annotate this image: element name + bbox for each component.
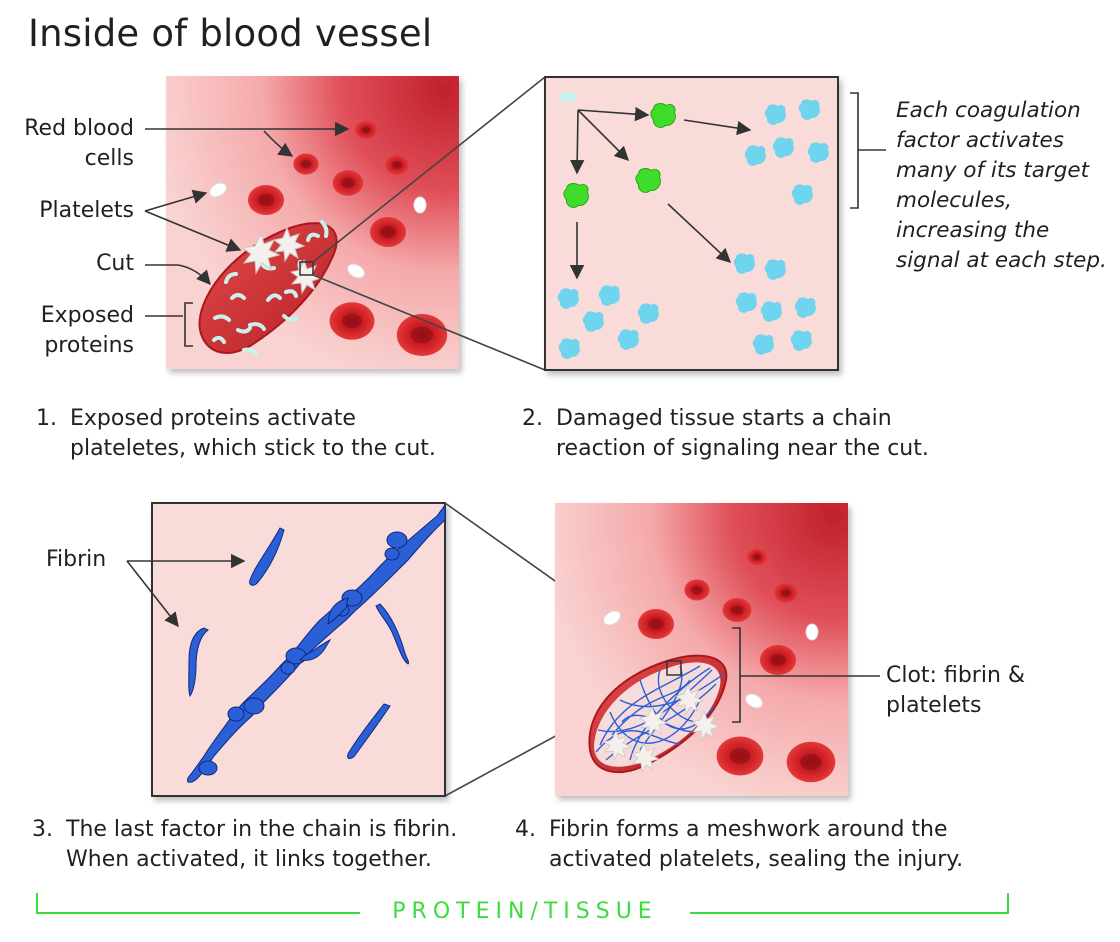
clot-bracket (732, 627, 880, 723)
caption-4-number: 4. (515, 817, 536, 842)
caption-3-number: 3. (32, 817, 53, 842)
caption-4-text: Fibrin forms a meshwork around the activ… (549, 817, 964, 872)
page-title: Inside of blood vessel (28, 12, 433, 55)
footer-category: PROTEIN/TISSUE (360, 899, 690, 924)
panel-3-fibrin (151, 502, 446, 797)
caption-3: 3. The last factor in the chain is fibri… (32, 815, 502, 879)
caption-1: 1. Exposed proteins activate plateletes,… (36, 404, 496, 468)
label-fibrin: Fibrin (46, 547, 107, 572)
panel-4-clot (555, 503, 848, 796)
label-platelets: Platelets (39, 198, 134, 223)
zoom-box-2 (666, 660, 682, 676)
zoom-connector-1 (312, 76, 546, 371)
panel-2-cascade (544, 76, 839, 371)
panel-1-vessel (166, 76, 459, 369)
caption-3-text: The last factor in the chain is fibrin. … (66, 817, 458, 872)
initiating-factor (559, 92, 577, 102)
cascade-note: Each coagulation factor activates many o… (896, 98, 1107, 273)
caption-2-number: 2. (522, 406, 543, 431)
caption-1-text: Exposed proteins activate plateletes, wh… (70, 406, 436, 461)
note-bracket (850, 92, 886, 209)
label-exposed-proteins: Exposed proteins (40, 303, 134, 358)
caption-2: 2. Damaged tissue starts a chain reactio… (522, 404, 1022, 468)
zoom-box-1 (299, 261, 314, 276)
caption-2-text: Damaged tissue starts a chain reaction o… (556, 406, 929, 461)
caption-4: 4. Fibrin forms a meshwork around the ac… (515, 815, 1015, 879)
caption-1-number: 1. (36, 406, 57, 431)
label-red-blood-cells: Red blood cells (24, 116, 134, 171)
label-cut: Cut (96, 251, 134, 276)
panel-1-leaders (144, 121, 350, 347)
panel-3-leaders (126, 553, 246, 628)
label-clot: Clot: fibrin & platelets (886, 663, 1026, 718)
